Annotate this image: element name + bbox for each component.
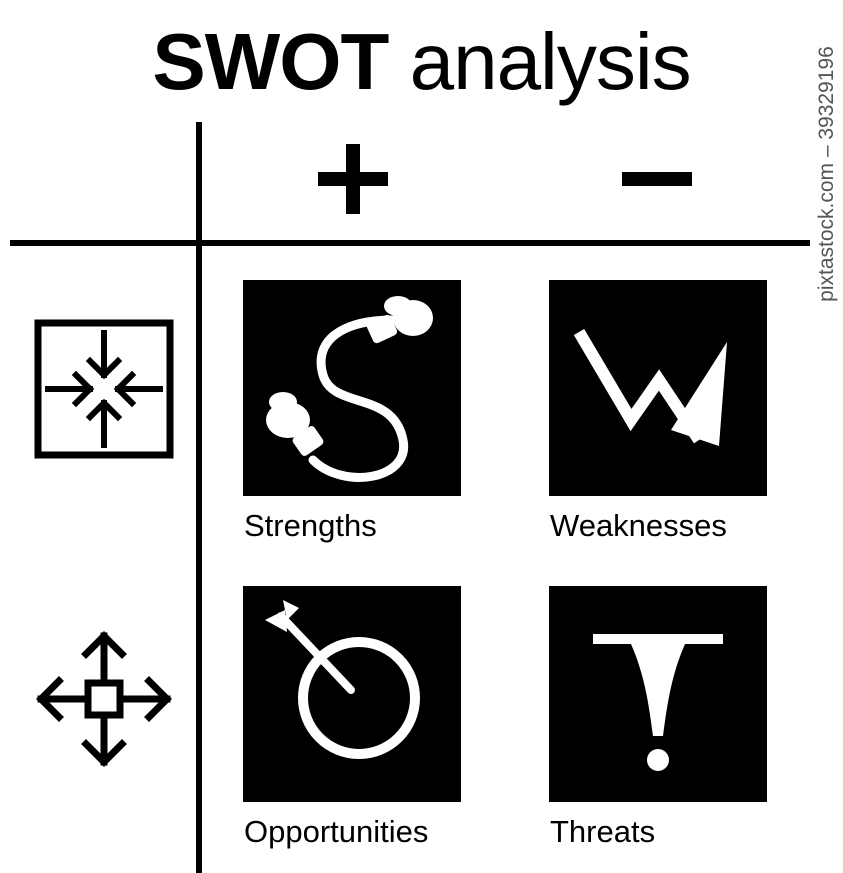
page-title: SWOT analysis	[0, 12, 843, 112]
stock-watermark: pixtastock.com – 39329196	[812, 4, 842, 344]
outward-arrows-icon	[31, 626, 177, 772]
opportunities-label: Opportunities	[244, 814, 429, 849]
boxing-gloves-icon	[266, 296, 433, 482]
horizontal-divider	[10, 240, 810, 246]
exclamation-drop-icon	[593, 634, 723, 771]
plus-sign	[318, 144, 388, 214]
weaknesses-label: Weaknesses	[550, 508, 727, 543]
title-bold: SWOT	[152, 17, 389, 106]
minus-sign	[622, 172, 692, 186]
strengths-tile	[243, 280, 461, 496]
weaknesses-tile	[549, 280, 767, 496]
strengths-label: Strengths	[244, 508, 377, 543]
vertical-divider	[196, 122, 202, 873]
title-light: analysis	[409, 17, 692, 106]
target-dart-icon	[265, 600, 420, 759]
threats-label: Threats	[550, 814, 656, 849]
falling-arrow-icon	[573, 328, 727, 446]
opportunities-tile	[243, 586, 461, 802]
watermark-text: pixtastock.com – 39329196	[815, 46, 838, 302]
threats-tile	[549, 586, 767, 802]
inward-arrows-icon	[34, 319, 174, 459]
